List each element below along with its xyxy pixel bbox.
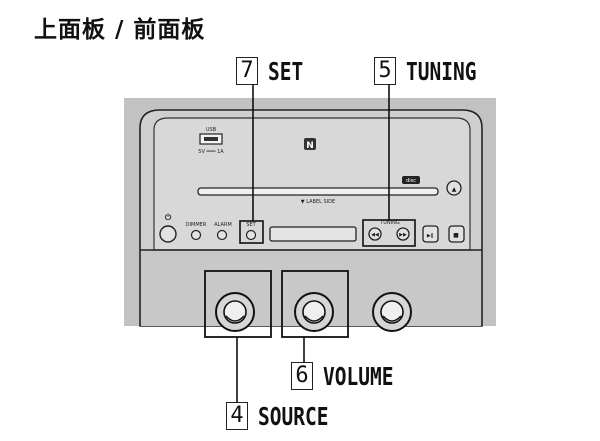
callout-tuning: 5 TUNING [374,56,496,86]
set-button[interactable] [245,229,257,241]
usb-label: USB [206,127,217,133]
svg-text:disc: disc [406,178,416,184]
callout-source-label: SOURCE [258,401,329,431]
alarm-button[interactable] [216,229,228,241]
dimmer-label: DIMMER [186,222,207,228]
volume-highlight-box [281,270,349,338]
callout-source-number: 4 [226,402,248,430]
label-side-text: ▼ LABEL SIDE [301,199,335,205]
page-title: 上面板 / 前面板 [34,17,206,43]
callout-volume-label: VOLUME [323,361,394,391]
usb-power-label: 5V ═══ 1A [198,149,224,155]
play-pause-icon: ▶∥ [427,233,433,239]
svg-text:N: N [306,141,314,151]
stop-button[interactable] [448,225,465,243]
callout-tuning-number: 5 [374,57,396,85]
source-knob[interactable] [215,292,255,332]
set-device-label: SET [246,222,256,228]
eject-button[interactable] [446,180,462,196]
stop-icon: ■ [453,232,459,239]
callout-set-label: SET [268,56,304,86]
set-highlight-box [239,220,264,244]
disc-logo-icon [402,176,420,184]
tuning-device-label: TUNING [379,220,400,226]
callout-tuning-label: TUNING [406,56,477,86]
tuning-next-button[interactable] [396,227,410,241]
callout-volume-number: 6 [291,362,313,390]
tuning-prev-button[interactable] [368,227,382,241]
power-button[interactable] [159,225,177,243]
callout-source: 4 SOURCE [226,401,348,431]
source-highlight-box [204,270,272,338]
alarm-label: ALARM [214,222,232,228]
callout-volume: 6 VOLUME [291,361,413,391]
callout-set: 7 SET [236,56,313,86]
dimmer-button[interactable] [190,229,202,241]
cd-slot [197,187,439,196]
top-panel [153,117,471,251]
nfc-icon [304,138,316,150]
third-knob[interactable] [372,292,412,332]
power-icon: ⏻ [165,213,172,222]
volume-knob[interactable] [294,292,334,332]
prev-icon: ◀◀ [371,232,379,238]
eject-icon: ▲ [452,186,457,193]
next-icon: ▶▶ [399,232,407,238]
callout-set-number: 7 [236,57,258,85]
display-window [269,226,357,242]
play-pause-button[interactable] [422,225,439,243]
